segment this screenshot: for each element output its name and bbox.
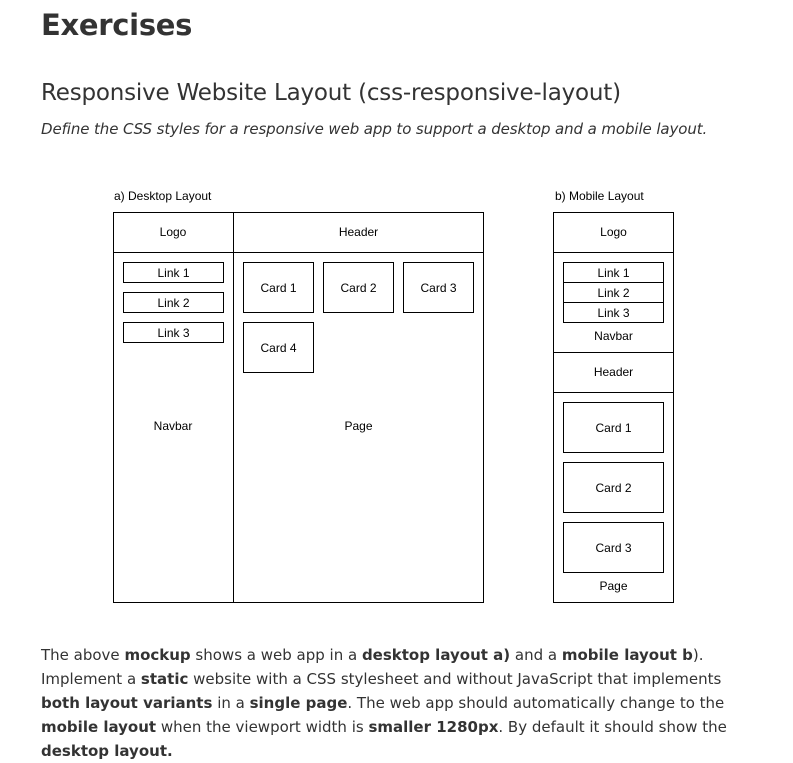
desktop-divider-horizontal xyxy=(113,252,484,253)
description-text: when the viewport width is xyxy=(156,718,369,736)
description-bold: desktop layout. xyxy=(41,742,173,760)
desktop-caption: a) Desktop Layout xyxy=(114,189,212,203)
description-bold: mobile layout xyxy=(41,718,157,736)
mobile-divider-2 xyxy=(553,352,674,353)
desktop-divider-vertical xyxy=(233,212,234,603)
description-text: shows a web app in a xyxy=(190,646,362,664)
mobile-page-label: Page xyxy=(599,579,628,593)
mobile-link-2: Link 2 xyxy=(563,282,664,303)
exercise-title: Responsive Website Layout (css-responsiv… xyxy=(41,80,621,106)
mobile-divider-1 xyxy=(553,252,674,253)
desktop-page-label: Page xyxy=(344,419,373,433)
mobile-navbar-label: Navbar xyxy=(594,329,633,343)
desktop-card-1: Card 1 xyxy=(243,262,314,313)
desktop-link-2: Link 2 xyxy=(123,292,224,313)
description-text: . The web app should automatically chang… xyxy=(347,694,725,712)
description-bold: single page xyxy=(249,694,348,712)
mobile-divider-3 xyxy=(553,392,674,393)
description-text: ). Implement a xyxy=(41,646,704,688)
mobile-link-3: Link 3 xyxy=(563,302,664,323)
desktop-card-4: Card 4 xyxy=(243,322,314,373)
desktop-link-1: Link 1 xyxy=(123,262,224,283)
exercise-subtitle: Define the CSS styles for a responsive w… xyxy=(41,120,708,138)
description-bold: static xyxy=(140,670,189,688)
desktop-card-2: Card 2 xyxy=(323,262,394,313)
exercise-description: The above mockup shows a web app in a de… xyxy=(41,643,757,763)
desktop-link-3: Link 3 xyxy=(123,322,224,343)
description-text: . By default it should show the xyxy=(498,718,727,736)
description-bold: mobile layout b xyxy=(561,646,693,664)
mobile-card-2: Card 2 xyxy=(563,462,664,513)
description-text: in a xyxy=(212,694,250,712)
desktop-header: Header xyxy=(338,225,379,239)
description-bold: mockup xyxy=(124,646,191,664)
mobile-caption: b) Mobile Layout xyxy=(555,189,644,203)
description-bold: both layout variants xyxy=(41,694,213,712)
mobile-header: Header xyxy=(593,365,634,379)
description-text: and a xyxy=(510,646,562,664)
mobile-card-3: Card 3 xyxy=(563,522,664,573)
mobile-link-1: Link 1 xyxy=(563,262,664,283)
mobile-card-1: Card 1 xyxy=(563,402,664,453)
description-bold: desktop layout a) xyxy=(361,646,511,664)
desktop-navbar-label: Navbar xyxy=(153,419,193,433)
description-text: website with a CSS stylesheet and withou… xyxy=(188,670,722,688)
description-text: The above xyxy=(41,646,125,664)
page-heading: Exercises xyxy=(41,8,193,42)
desktop-card-3: Card 3 xyxy=(403,262,474,313)
description-bold: smaller 1280px xyxy=(368,718,499,736)
desktop-logo: Logo xyxy=(159,225,187,239)
mobile-logo: Logo xyxy=(600,225,627,239)
